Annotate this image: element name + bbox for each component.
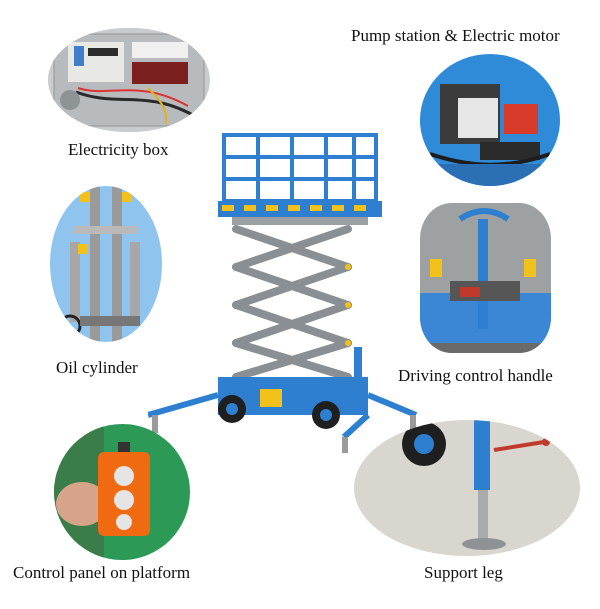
control-panel-label: Control panel on platform [13,563,191,582]
oil-cylinder-label: Oil cylinder [56,358,138,377]
support-leg-label: Support leg [424,563,503,582]
electricity-box-photo [48,28,210,132]
pump-station-photo [420,54,560,186]
electricity-box-label: Electricity box [68,140,169,159]
control-panel-photo [54,424,190,560]
oil-cylinder-photo [50,186,162,342]
pump-station-label: Pump station & Electric motor [351,26,560,45]
driving-control-handle-photo [420,203,551,353]
driving-control-handle-label: Driving control handle [398,366,553,385]
scissor-lift-image [148,125,420,455]
support-leg-photo [354,420,580,556]
